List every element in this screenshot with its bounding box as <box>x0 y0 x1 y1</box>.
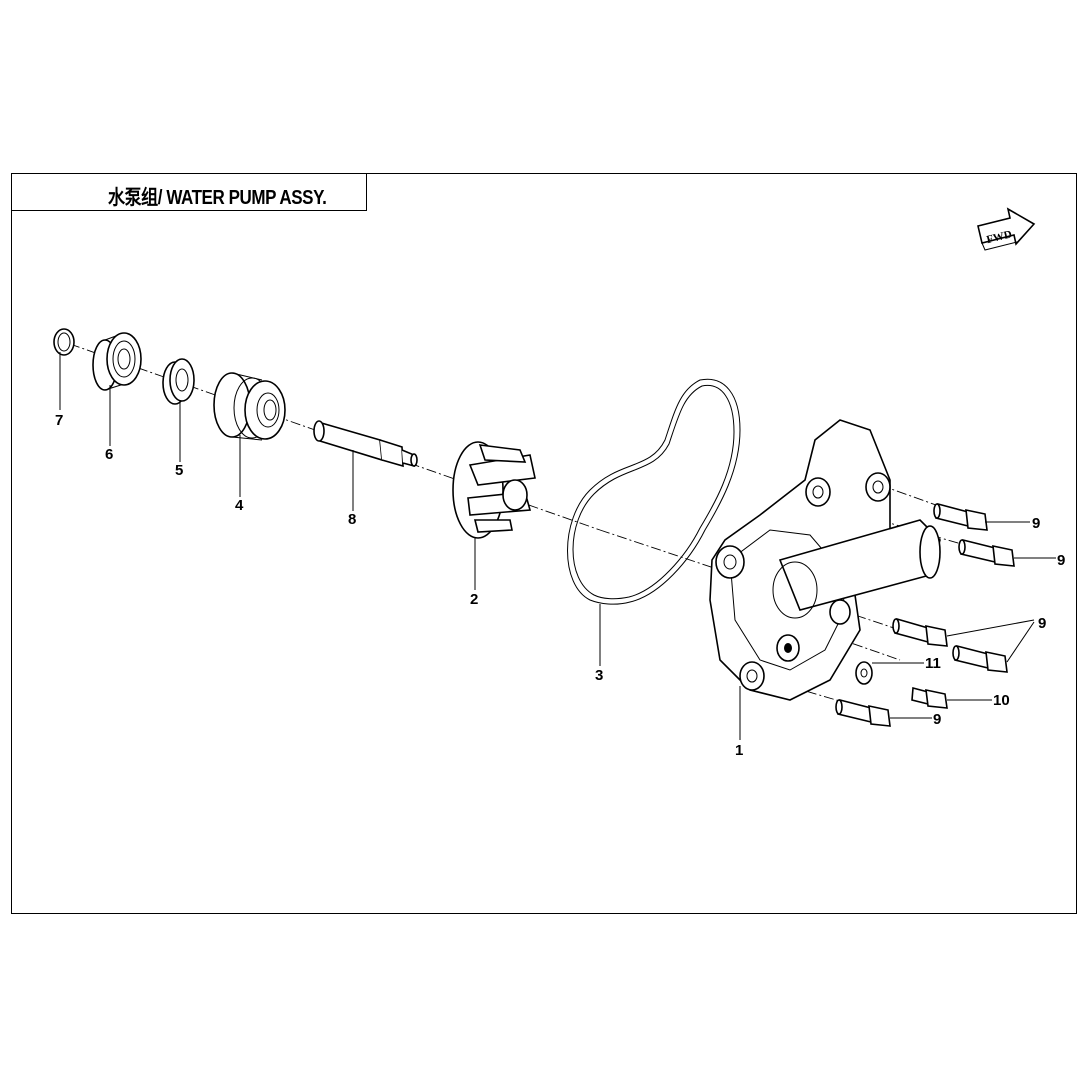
bolt-part-9-d <box>952 645 1008 673</box>
impeller-part-2 <box>452 441 536 539</box>
washer-part-11 <box>855 661 873 685</box>
bolt-part-9-c <box>892 617 948 647</box>
callout-9-c: 9 <box>1038 615 1046 632</box>
bolt-part-9-e <box>835 699 891 727</box>
diagram-title: 水泵组/ WATER PUMP ASSY. <box>108 187 327 209</box>
title-box <box>11 173 367 211</box>
callout-11: 11 <box>925 655 941 672</box>
callout-9-b: 9 <box>1057 552 1065 569</box>
callout-7: 7 <box>55 412 63 429</box>
bolt-part-9-a <box>933 502 988 531</box>
callout-4: 4 <box>235 497 244 514</box>
callout-2: 2 <box>470 591 478 608</box>
shaft-part-8 <box>313 420 418 468</box>
bolt-part-9-b <box>958 539 1015 567</box>
drawing-frame <box>11 173 1077 914</box>
mechanical-seal-part-4 <box>213 372 286 441</box>
bearing-part-6 <box>92 332 142 391</box>
leader-lines <box>59 352 1056 740</box>
callout-6: 6 <box>105 446 113 463</box>
gasket-part-3 <box>567 378 741 605</box>
callout-9-d: 9 <box>933 711 941 728</box>
pump-cover-part-1 <box>709 419 941 701</box>
drain-bolt-part-10 <box>911 686 948 709</box>
callout-8: 8 <box>348 511 356 528</box>
oil-seal-part-5 <box>162 358 195 405</box>
fwd-arrow-icon: FWD <box>977 207 1036 251</box>
circlip-part-7 <box>53 328 75 356</box>
callout-3: 3 <box>595 667 603 684</box>
callout-5: 5 <box>175 462 183 479</box>
callout-10: 10 <box>993 692 1010 709</box>
callout-9-a: 9 <box>1032 515 1040 532</box>
callout-1: 1 <box>735 742 743 759</box>
